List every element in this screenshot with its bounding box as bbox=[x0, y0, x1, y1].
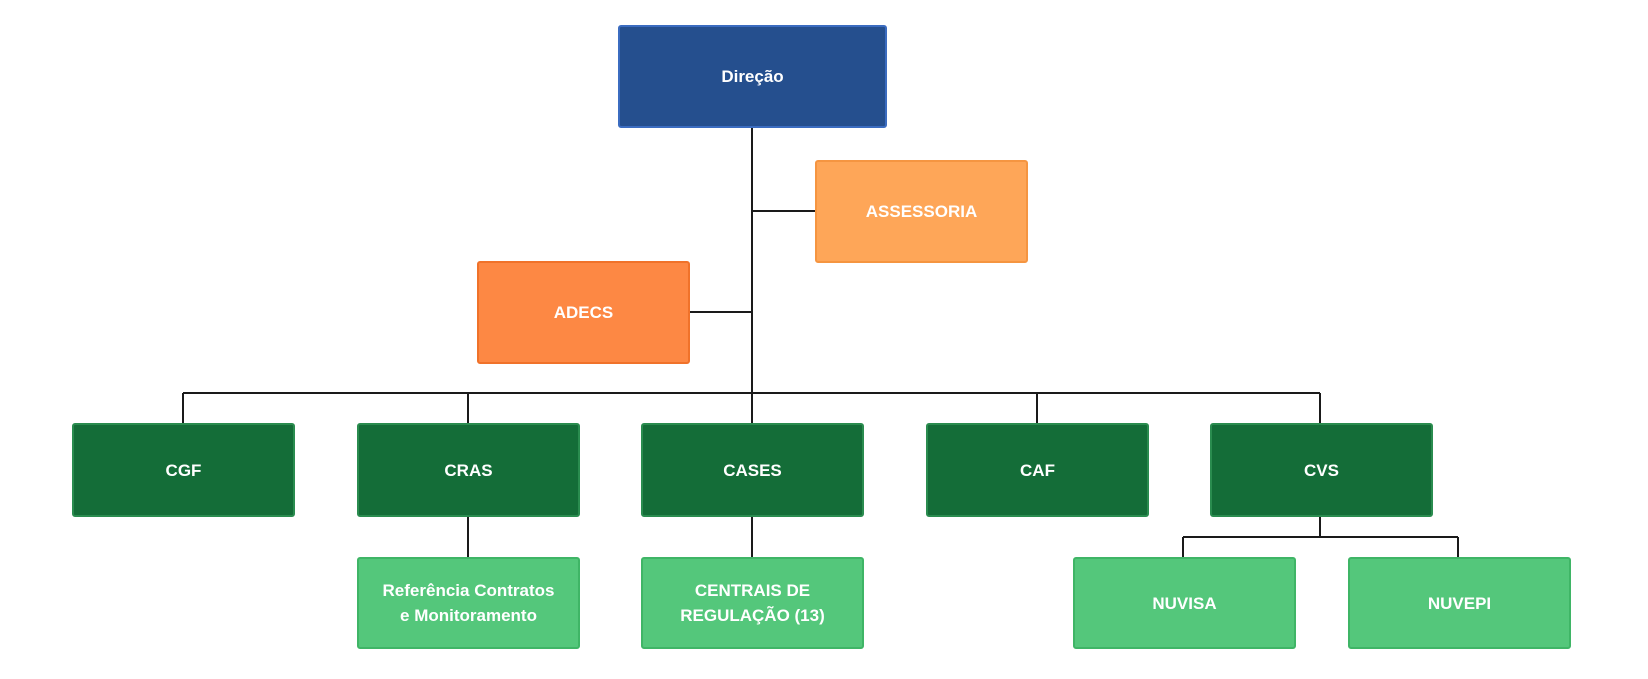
node-referencia-contratos: Referência Contratos e Monitoramento bbox=[357, 557, 580, 649]
node-nuvisa-label: NUVISA bbox=[1152, 593, 1217, 613]
node-nuvepi: NUVEPI bbox=[1348, 557, 1571, 649]
node-cras: CRAS bbox=[357, 423, 580, 517]
node-centrais-regulacao: CENTRAIS DE REGULAÇÃO (13) bbox=[641, 557, 864, 649]
node-cgf-label: CGF bbox=[165, 460, 202, 480]
node-cras-label: CRAS bbox=[444, 460, 493, 480]
node-cases-label: CASES bbox=[723, 460, 782, 480]
node-cvs: CVS bbox=[1210, 423, 1433, 517]
node-cases: CASES bbox=[641, 423, 864, 517]
node-direcao-label: Direção bbox=[721, 67, 784, 86]
node-nuvepi-label: NUVEPI bbox=[1427, 593, 1492, 613]
node-assessoria-label: ASSESSORIA bbox=[865, 202, 978, 221]
node-cgf: CGF bbox=[72, 423, 295, 517]
node-adecs-label: ADECS bbox=[553, 303, 614, 322]
node-caf-label: CAF bbox=[1020, 460, 1055, 480]
node-referencia-contratos-label: Referência Contratos e Monitoramento bbox=[382, 581, 555, 625]
node-cvs-label: CVS bbox=[1304, 460, 1339, 480]
node-direcao: Direção bbox=[618, 25, 887, 128]
node-assessoria: ASSESSORIA bbox=[815, 160, 1028, 263]
node-adecs: ADECS bbox=[477, 261, 690, 364]
node-centrais-regulacao-label: CENTRAIS DE REGULAÇÃO (13) bbox=[680, 581, 825, 625]
node-nuvisa: NUVISA bbox=[1073, 557, 1296, 649]
node-caf: CAF bbox=[926, 423, 1149, 517]
